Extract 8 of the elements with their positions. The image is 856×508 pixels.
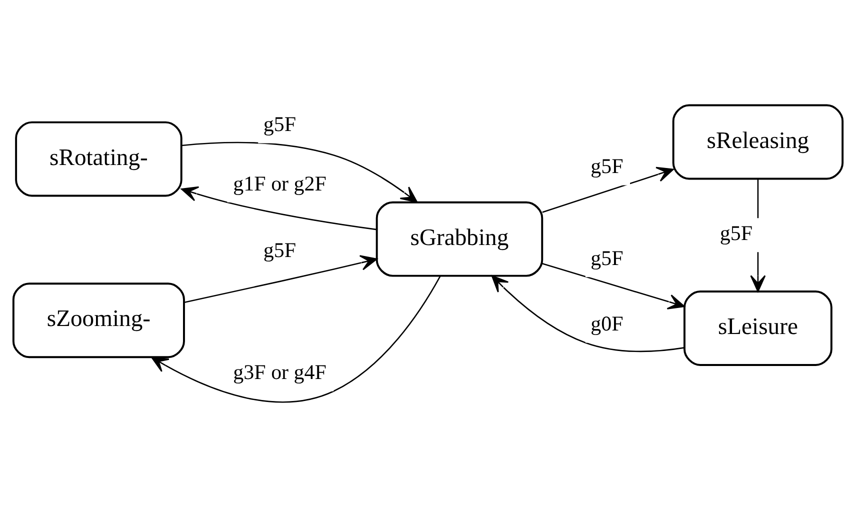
edge-label: g5F bbox=[590, 154, 624, 178]
edge-label: g1F or g2F bbox=[233, 171, 326, 196]
edge-label: g5F bbox=[263, 112, 296, 136]
edge-label: g3F or g4F bbox=[233, 360, 326, 384]
edge-label: g5F bbox=[720, 221, 753, 246]
edge-label: g0F bbox=[590, 312, 624, 336]
edge-label: g5F bbox=[590, 246, 624, 270]
edge-label: g5F bbox=[263, 238, 296, 262]
